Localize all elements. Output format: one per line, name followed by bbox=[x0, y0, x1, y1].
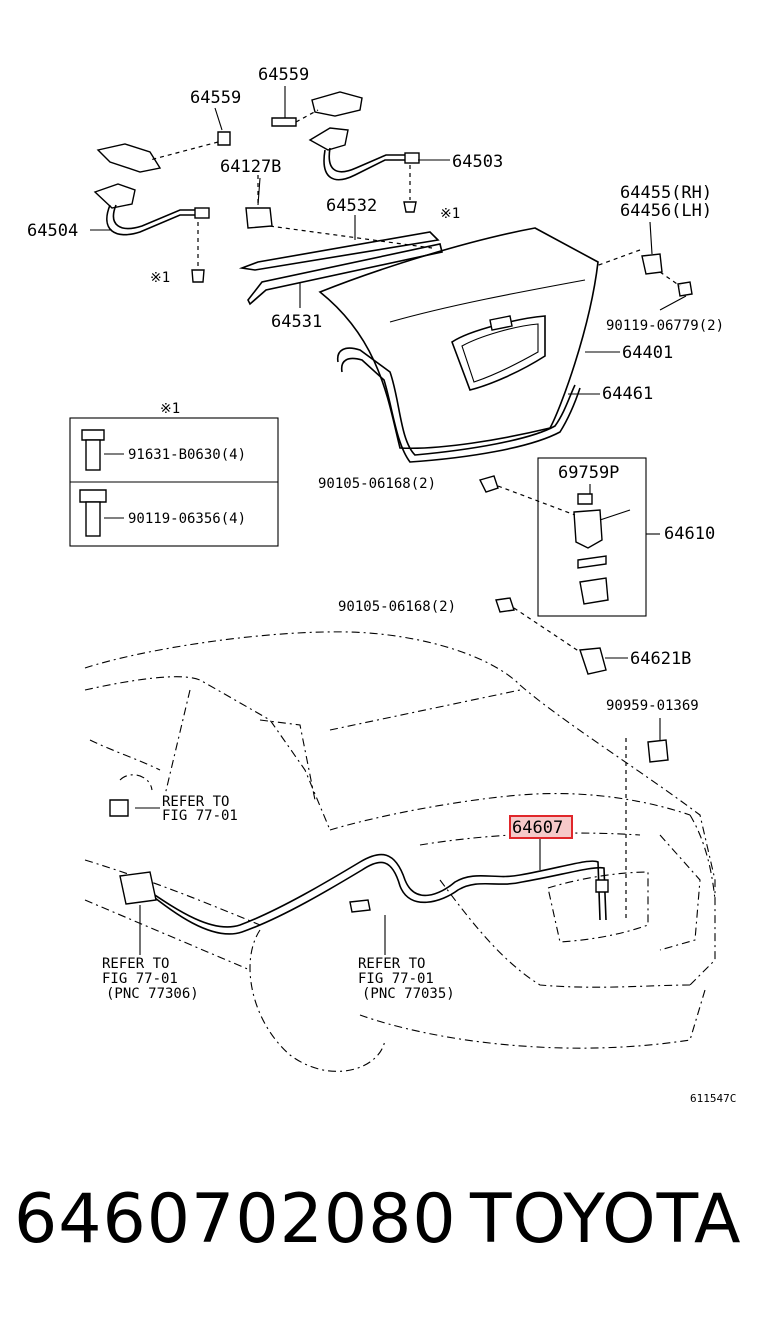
label-64559-left: 64559 bbox=[190, 88, 241, 108]
bolt-64559 bbox=[149, 109, 319, 161]
label-refer-3-line-2: FIG 77-01 bbox=[358, 971, 434, 987]
label-64610: 64610 bbox=[664, 524, 715, 544]
car-body bbox=[84, 631, 716, 1072]
trunk-lid-64401 bbox=[318, 227, 599, 450]
hinge-left-64504 bbox=[93, 143, 210, 283]
label-refer-1-line-1: REFER TO bbox=[162, 794, 229, 810]
label-90119-06779: 90119-06779(2) bbox=[606, 318, 724, 334]
part-number: 6460702080 bbox=[14, 1180, 457, 1259]
label-note-mark-b: ※1 bbox=[150, 270, 170, 286]
label-69759p: 69759P bbox=[558, 463, 619, 483]
drawing-code: 611547C bbox=[690, 1092, 736, 1105]
label-refer-1-line-2: FIG 77-01 bbox=[162, 808, 238, 824]
label-refer-3-line-3: (PNC 77035) bbox=[362, 986, 455, 1002]
label-64531: 64531 bbox=[271, 312, 322, 332]
legend-box bbox=[69, 417, 279, 547]
label-refer-2-line-1: REFER TO bbox=[102, 956, 169, 972]
lock-assembly-64610 bbox=[478, 457, 660, 617]
footer-bar: 6460702080 TOYOTA bbox=[0, 1180, 760, 1290]
highlight-box-64607 bbox=[509, 815, 573, 839]
label-64607: 64607 bbox=[512, 818, 563, 838]
label-refer-2-line-2: FIG 77-01 bbox=[102, 971, 178, 987]
legend-row-2: 90119-06356(4) bbox=[128, 511, 246, 527]
label-90959-01369: 90959-01369 bbox=[606, 698, 699, 714]
label-90105-upper: 90105-06168(2) bbox=[318, 476, 436, 492]
legend-title: ※1 bbox=[160, 401, 180, 417]
hinge-right-64503 bbox=[308, 91, 420, 213]
label-64455: 64455(RH) bbox=[620, 183, 712, 203]
release-cable-64607 bbox=[109, 799, 609, 935]
label-refer-3-line-1: REFER TO bbox=[358, 956, 425, 972]
parts-diagram: 64559 64559 64503 64127B 64532 64504 ※1 … bbox=[27, 65, 736, 1105]
label-64461: 64461 bbox=[602, 384, 653, 404]
cushion-90959 bbox=[625, 738, 669, 920]
label-90105-lower: 90105-06168(2) bbox=[338, 599, 456, 615]
label-refer-2-line-3: (PNC 77306) bbox=[106, 986, 199, 1002]
label-note-mark-a: ※1 bbox=[440, 206, 460, 222]
label-64503: 64503 bbox=[452, 152, 503, 172]
label-64559-top: 64559 bbox=[258, 65, 309, 85]
label-64532: 64532 bbox=[326, 196, 377, 216]
label-64401: 64401 bbox=[622, 343, 673, 363]
brand-name: TOYOTA bbox=[470, 1180, 742, 1259]
label-64504: 64504 bbox=[27, 221, 78, 241]
leader-lines bbox=[90, 86, 687, 955]
stopper-64455 bbox=[595, 249, 693, 297]
clip-64127b bbox=[245, 175, 273, 229]
label-64621b: 64621B bbox=[630, 649, 691, 669]
weatherstrip-64461 bbox=[336, 347, 581, 463]
torsion-bars bbox=[238, 224, 443, 306]
legend-row-1: 91631-B0630(4) bbox=[128, 447, 246, 463]
label-64456: 64456(LH) bbox=[620, 201, 712, 221]
striker-64621b bbox=[495, 597, 607, 675]
label-64127b: 64127B bbox=[220, 157, 281, 177]
